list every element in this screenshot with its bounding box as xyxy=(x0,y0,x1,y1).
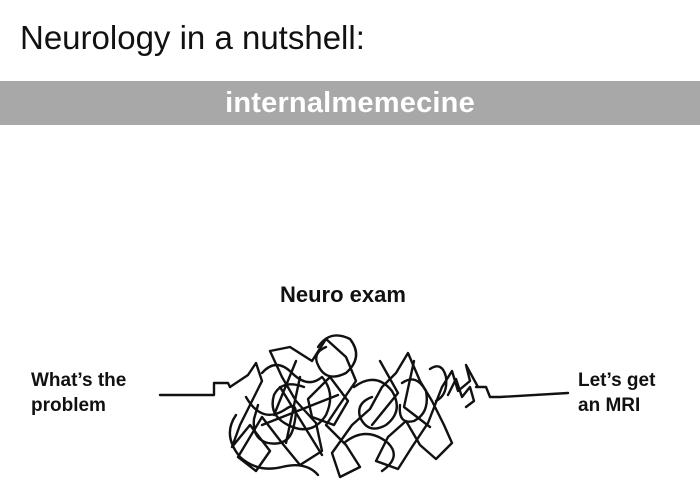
start-label-line-2: problem xyxy=(31,395,106,416)
diagram-title: Neuro exam xyxy=(280,282,406,307)
end-label: Let’s get an MRI xyxy=(578,368,655,418)
diagram: What’s the problem Neuro exam Let’s get … xyxy=(0,125,700,496)
end-label-line-2: an MRI xyxy=(578,395,641,416)
watermark-banner: internalmemecine xyxy=(0,81,700,125)
scribble-line-drawing xyxy=(158,334,570,479)
end-label-line-1: Let’s get xyxy=(578,370,656,391)
start-label: What’s the problem xyxy=(31,368,126,418)
watermark-text: internalmemecine xyxy=(225,86,475,119)
meme-caption: Neurology in a nutshell: xyxy=(20,19,365,56)
start-label-line-1: What’s the xyxy=(31,370,127,391)
